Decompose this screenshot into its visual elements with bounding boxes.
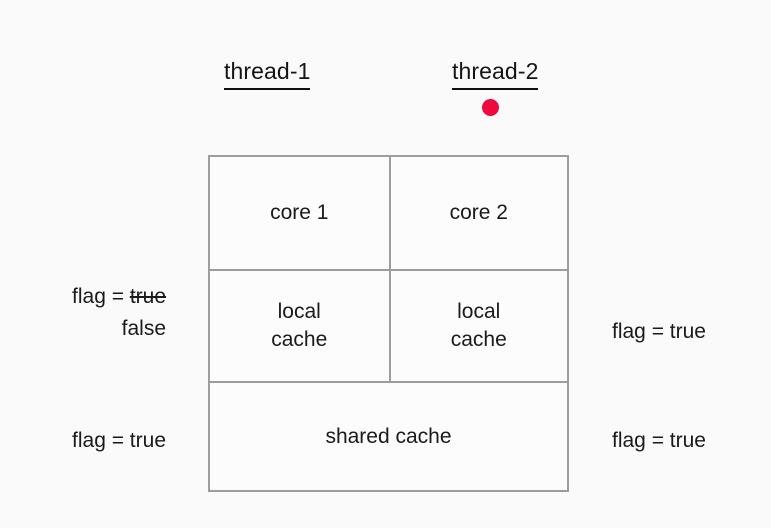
thread-2-label-text: thread-2: [452, 60, 539, 90]
annotation-left-local-cache: flag = true false: [72, 281, 166, 344]
shared-cache-cell: shared cache: [210, 383, 567, 490]
shared-cache-label: shared cache: [325, 424, 452, 448]
core-1-cell: core 1: [210, 157, 389, 269]
red-dot-icon: [482, 99, 499, 116]
annotation-left-local-cache-prefix: flag =: [72, 285, 130, 308]
core-2-cell: core 2: [388, 157, 568, 269]
local-cache-row: local cache local cache: [210, 269, 567, 383]
core-1-label: core 1: [270, 201, 329, 225]
memory-hierarchy-diagram: core 1 core 2 local cache local cache: [208, 155, 569, 492]
annotation-right-local-cache: flag = true: [612, 320, 706, 343]
local-cache-2-line-1: local: [457, 300, 501, 324]
local-cache-1-line-2: cache: [271, 328, 328, 351]
local-cache-2-line-2: cache: [450, 328, 507, 351]
annotation-right-shared-cache: flag = true: [612, 429, 706, 452]
local-cache-1-cell: local cache: [210, 271, 389, 381]
thread-2-heading: thread-2: [452, 60, 539, 90]
annotation-left-local-cache-struck-value: true: [129, 285, 166, 308]
thread-1-heading: thread-1: [224, 60, 311, 90]
local-cache-1-label: local cache: [271, 298, 327, 353]
shared-cache-row: shared cache: [210, 383, 567, 490]
thread-1-label-text: thread-1: [224, 60, 311, 90]
annotation-left-local-cache-corrected-value: false: [121, 316, 166, 340]
local-cache-1-line-1: local: [277, 300, 321, 324]
local-cache-2-label: local cache: [451, 298, 507, 353]
local-cache-2-cell: local cache: [388, 271, 568, 381]
core-row: core 1 core 2: [210, 157, 567, 269]
annotation-left-shared-cache: flag = true: [72, 429, 166, 452]
core-2-label: core 2: [449, 201, 508, 225]
